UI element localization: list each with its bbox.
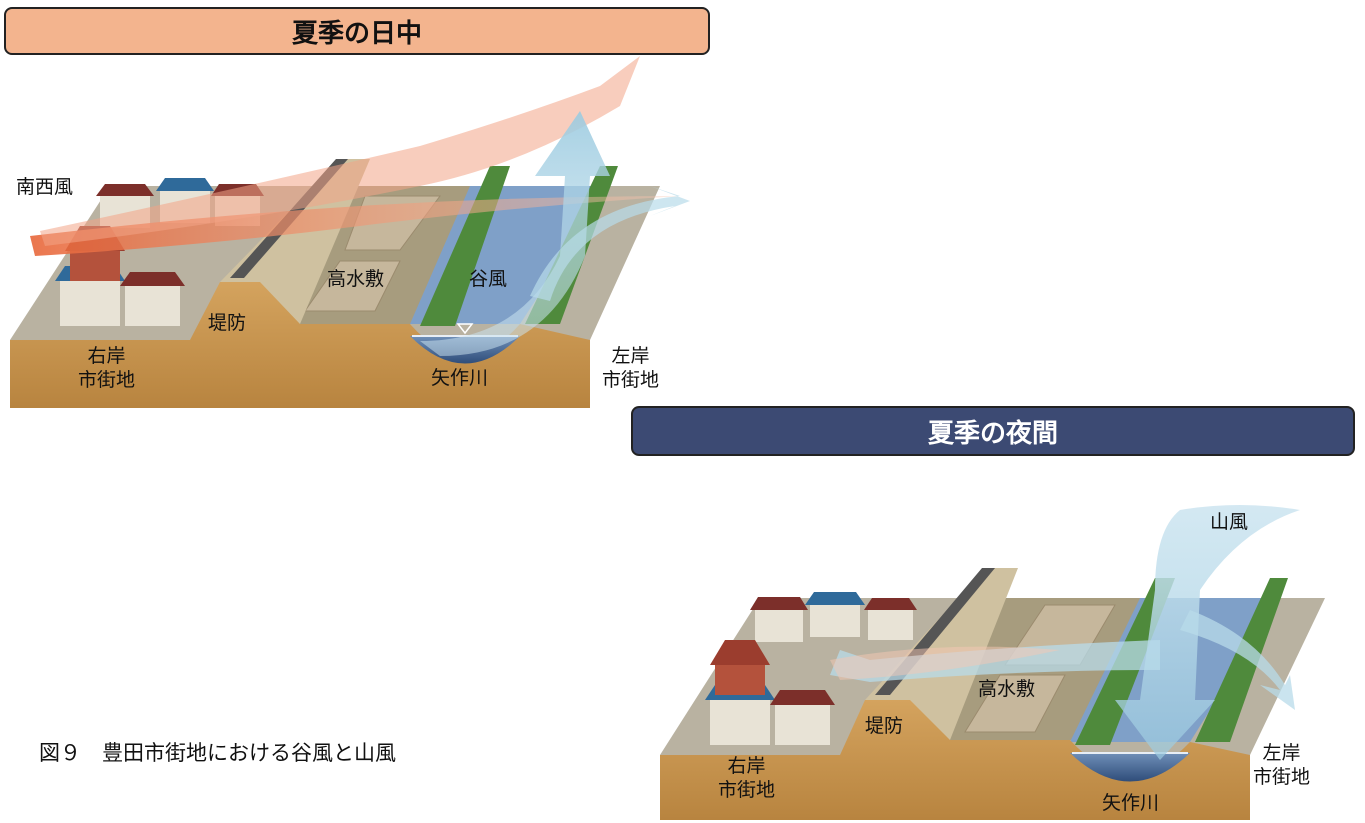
- valley-wind-arrow-right: [530, 186, 690, 301]
- label-levee-night: 堤防: [865, 715, 904, 737]
- label-left-bank-night: 左岸 市街地: [1253, 742, 1311, 788]
- floodplain-field: [964, 674, 1066, 733]
- label-right-bank-night: 右岸 市街地: [718, 755, 776, 801]
- ground-cross-section: [10, 282, 590, 408]
- label-river-night: 矢作川: [1102, 792, 1160, 814]
- ground-cross-section: [660, 700, 1250, 820]
- label-southwest-wind: 南西風: [16, 176, 74, 198]
- warm-air-residual: [830, 646, 1060, 680]
- day-title: 夏季の日中: [291, 18, 422, 49]
- label-levee-day: 堤防: [208, 312, 247, 334]
- night-scene-diagram: [660, 505, 1325, 820]
- river-cross-section: [1070, 753, 1190, 782]
- water-level-marker: [456, 323, 474, 335]
- label-floodplain-night: 高水敷: [978, 678, 1036, 700]
- label-left-bank-day: 左岸 市街地: [602, 345, 660, 391]
- houses-right-bank: [705, 592, 917, 745]
- tree-row-left-bank: [1195, 578, 1288, 742]
- label-right-bank-day: 右岸 市街地: [78, 345, 136, 391]
- day-scene-diagram: [10, 56, 690, 408]
- label-river-day: 矢作川: [431, 367, 489, 389]
- label-valley-wind: 谷風: [469, 268, 508, 290]
- mountain-wind-arrow: [1115, 505, 1300, 760]
- label-mountain-wind: 山風: [1210, 511, 1249, 533]
- day-title-banner: 夏季の日中: [4, 7, 710, 55]
- night-title: 夏季の夜間: [927, 418, 1058, 449]
- figure-caption: 図９ 豊田市街地における谷風と山風: [39, 741, 396, 765]
- floodplain-field: [304, 260, 401, 312]
- valley-wind-arrow: [420, 111, 610, 356]
- mountain-wind-arrow-right: [1180, 610, 1295, 710]
- southwest-wind-arrow: [30, 196, 680, 256]
- southwest-wind-arrow-upper: [40, 56, 640, 246]
- night-title-banner: 夏季の夜間: [631, 406, 1355, 456]
- label-floodplain-day: 高水敷: [327, 268, 385, 290]
